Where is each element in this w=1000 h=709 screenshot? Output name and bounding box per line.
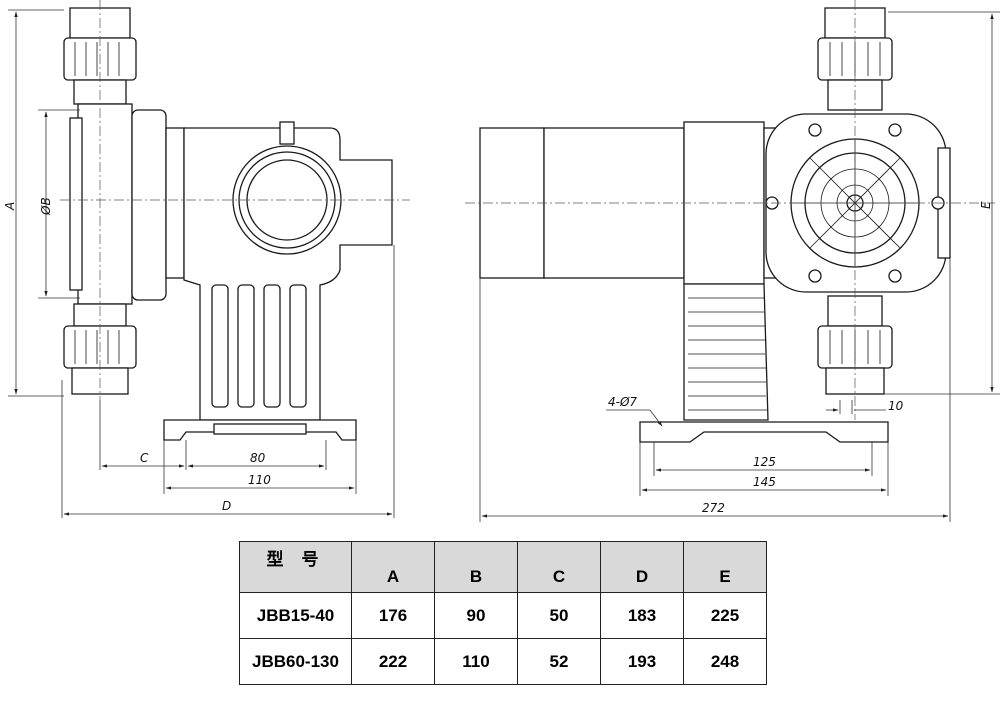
table-header-A: A xyxy=(351,541,435,593)
table-cell: 248 xyxy=(683,638,767,685)
dim-A-label: A xyxy=(3,202,17,211)
table-header-row: 型 号 A B C D E xyxy=(239,541,767,593)
side-view-dimensions: E 4-Ø7 10 125 145 272 xyxy=(479,11,1000,522)
dim-C-label: C xyxy=(140,451,149,465)
table-header-E: E xyxy=(683,541,767,593)
dim-272-label: 272 xyxy=(702,501,725,515)
dim-E-label: E xyxy=(979,201,993,209)
table-header-C: C xyxy=(517,541,601,593)
table-cell: 183 xyxy=(600,592,684,639)
side-view xyxy=(465,0,995,443)
table-cell: JBB60-130 xyxy=(239,638,352,685)
table-row: JBB15-40 176 90 50 183 225 xyxy=(239,592,767,639)
front-view-dimensions: A ØB C 80 110 D xyxy=(3,9,395,518)
table-row: JBB60-130 222 110 52 193 248 xyxy=(239,638,767,685)
dim-10-label: 10 xyxy=(888,399,904,413)
table-cell: JBB15-40 xyxy=(239,592,352,639)
table-cell: 110 xyxy=(434,638,518,685)
table-header-model: 型 号 xyxy=(239,541,352,593)
dim-80-label: 80 xyxy=(250,451,266,465)
dim-125-label: 125 xyxy=(753,455,776,469)
table-cell: 50 xyxy=(517,592,601,639)
pump-dimension-drawing: A ØB C 80 110 D xyxy=(3,0,1000,522)
table-cell: 193 xyxy=(600,638,684,685)
dim-110-label: 110 xyxy=(248,473,271,487)
spec-table: 型 号 A B C D E JBB15-40 176 90 50 183 225… xyxy=(239,541,767,685)
table-header-B: B xyxy=(434,541,518,593)
table-cell: 52 xyxy=(517,638,601,685)
front-view xyxy=(60,0,410,441)
dim-D-label: D xyxy=(222,499,231,513)
table-cell: 176 xyxy=(351,592,435,639)
dim-B-label: ØB xyxy=(39,197,53,216)
table-cell: 90 xyxy=(434,592,518,639)
dim-145-label: 145 xyxy=(753,475,776,489)
table-header-D: D xyxy=(600,541,684,593)
table-cell: 225 xyxy=(683,592,767,639)
table-cell: 222 xyxy=(351,638,435,685)
dim-holes-label: 4-Ø7 xyxy=(608,395,637,409)
